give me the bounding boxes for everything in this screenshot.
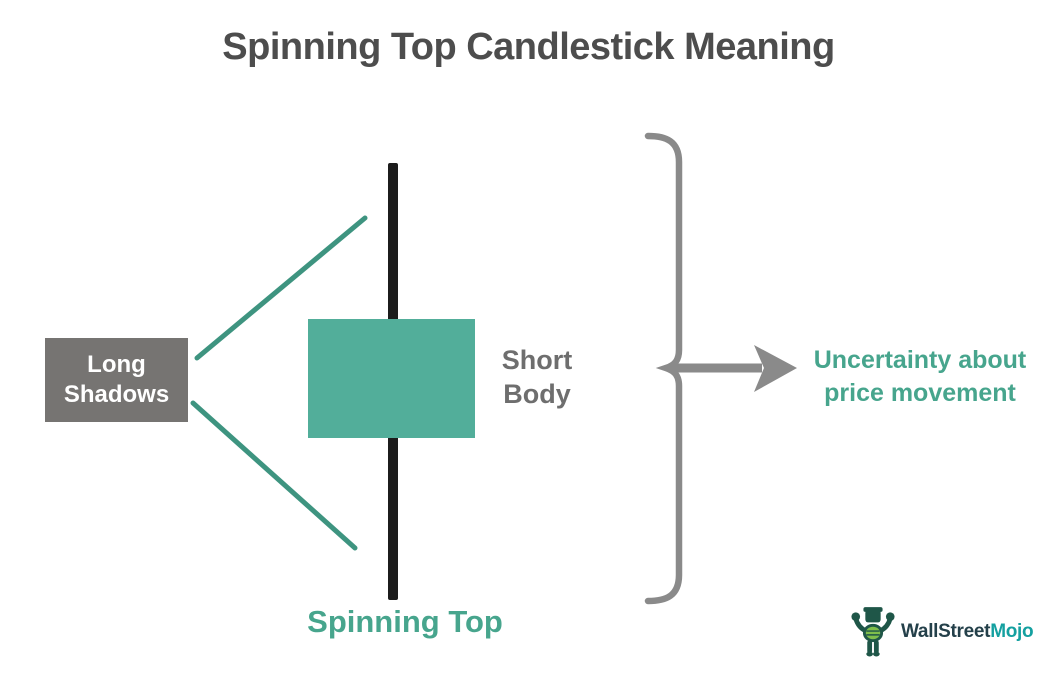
label-line: Uncertainty about xyxy=(813,346,1027,374)
brand-part-mojo: Mojo xyxy=(990,621,1034,642)
label-line: Shadows xyxy=(63,381,170,408)
bull-mascot-icon xyxy=(851,607,895,657)
label-line: Short xyxy=(501,345,573,375)
label-line: Body xyxy=(503,378,571,409)
label-line: price movement xyxy=(824,378,1016,407)
label-line: Long xyxy=(87,351,146,378)
arrow-right-icon xyxy=(671,345,797,392)
uncertainty-label: Uncertainty about price movement xyxy=(795,344,1045,409)
short-body-label: Short Body xyxy=(482,344,592,412)
long-shadows-label: Long Shadows xyxy=(64,350,169,410)
page-title: Spinning Top Candlestick Meaning xyxy=(222,26,835,68)
brand-part-wallstreet: WallStreet xyxy=(901,621,991,642)
spinning-top-label: Spinning Top xyxy=(307,604,503,639)
wallstreetmojo-logo: WallStreetMojo xyxy=(850,604,1034,660)
candle-body xyxy=(308,319,475,438)
curly-brace xyxy=(644,132,683,605)
brand-wordmark: WallStreetMojo xyxy=(901,621,1034,643)
long-shadows-box: Long Shadows xyxy=(45,338,188,422)
